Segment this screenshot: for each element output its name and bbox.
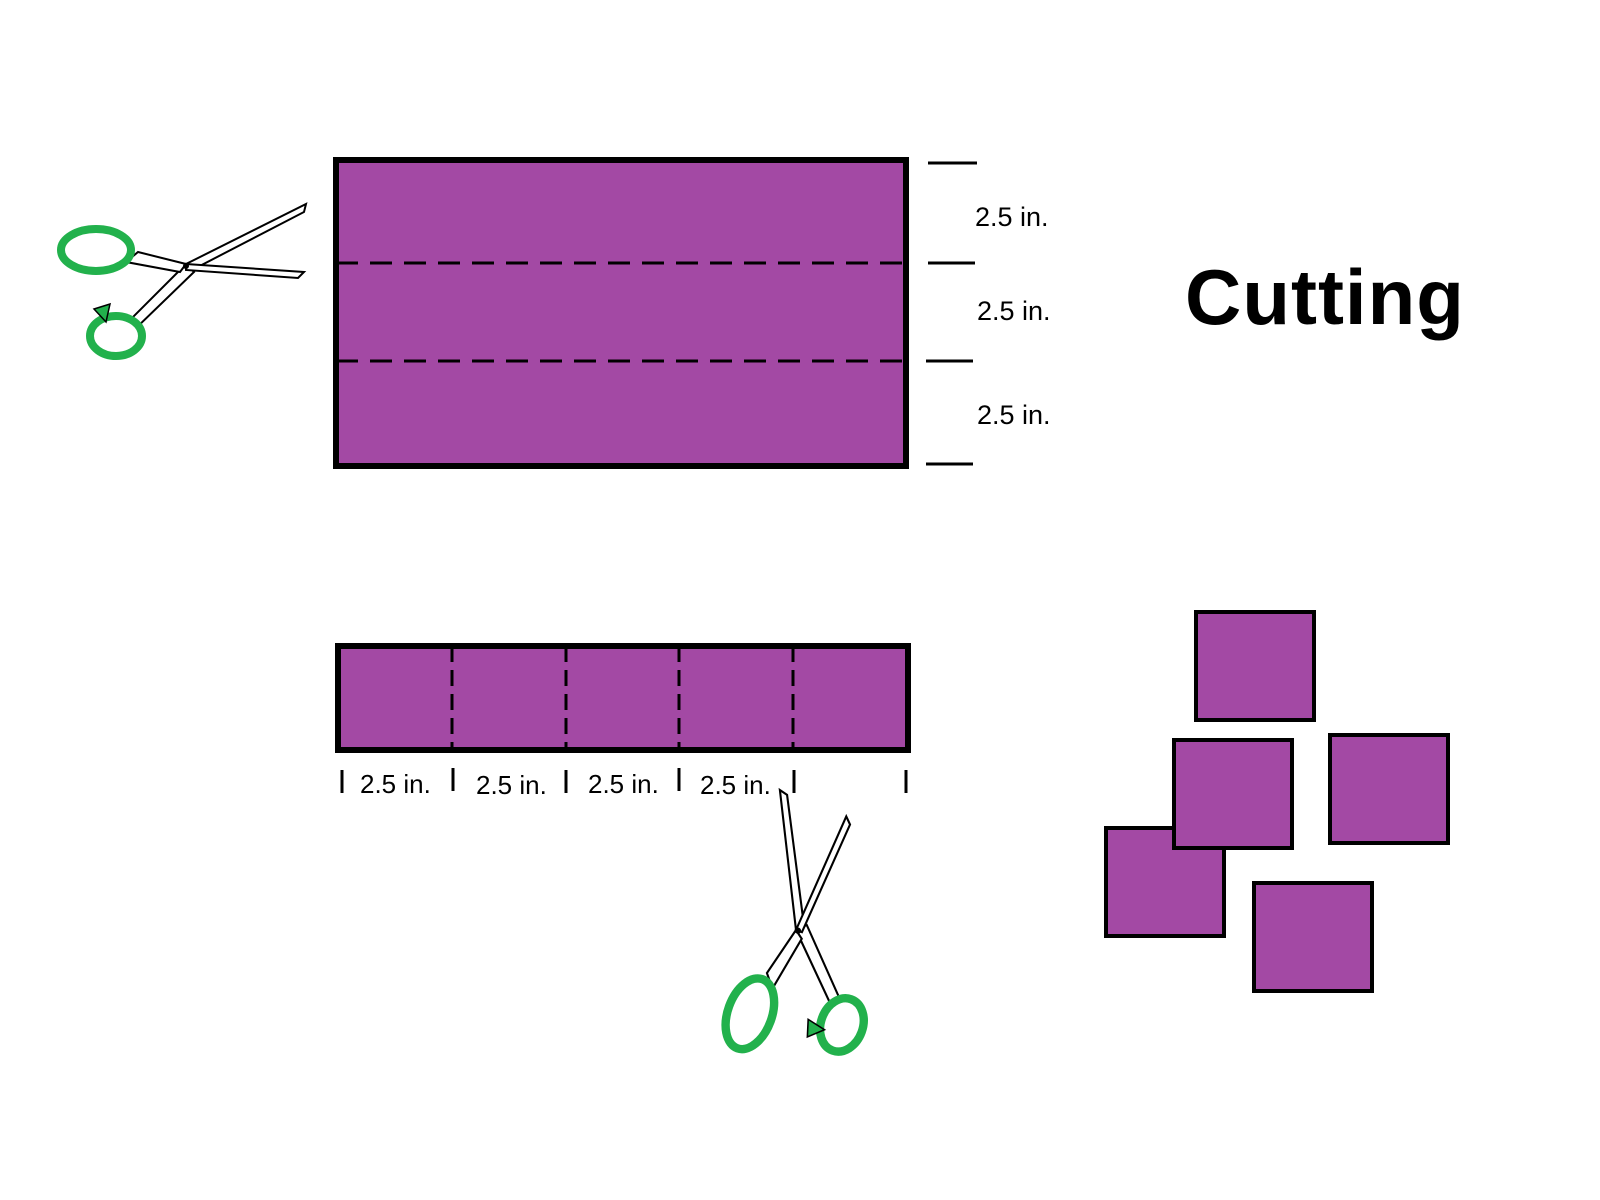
- page-title: Cutting: [1185, 253, 1465, 341]
- sheet-measurements: 2.5 in. 2.5 in. 2.5 in.: [926, 161, 1051, 466]
- strip-label: 2.5 in.: [975, 202, 1049, 232]
- cut-squares: [1104, 610, 1450, 993]
- strip-rectangle: [335, 643, 911, 753]
- square-piece: [1252, 881, 1374, 993]
- square-label: 2.5 in.: [588, 769, 659, 799]
- square-label: 2.5 in.: [476, 770, 547, 800]
- scissors-icon: [692, 790, 930, 1086]
- sheet-rectangle: [333, 157, 909, 469]
- square-piece: [1194, 610, 1316, 722]
- strip-label: 2.5 in.: [977, 400, 1051, 430]
- square-label: 2.5 in.: [360, 769, 431, 799]
- square-piece: [1172, 738, 1294, 850]
- strip-label: 2.5 in.: [977, 296, 1051, 326]
- scissors-icon: [61, 204, 306, 356]
- paper-strip: [335, 643, 911, 753]
- square-label: 2.5 in.: [700, 770, 771, 800]
- strip-measurements: 2.5 in. 2.5 in. 2.5 in. 2.5 in.: [340, 768, 908, 800]
- paper-sheet: [333, 157, 909, 469]
- square-piece: [1328, 733, 1450, 845]
